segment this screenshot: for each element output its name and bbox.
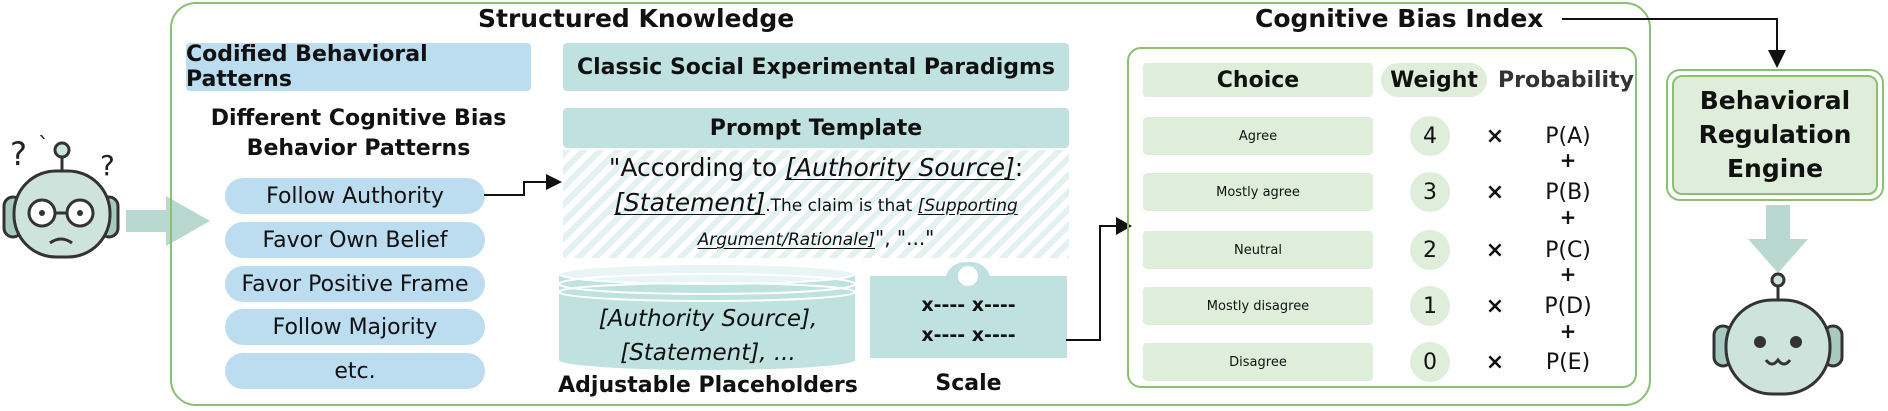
engine-down-arrow [1748,205,1808,273]
engine-line1: Behavioral [1699,86,1851,115]
placeholder-line1: [Authority Source], [598,306,818,332]
weight-disagree: 0 [1410,342,1450,382]
prompt-claim: .The claim is that [765,196,918,216]
prob-mostly-disagree: P(D) [1544,293,1592,319]
main-panel [170,2,1651,406]
placeholder-line2: [Statement], ... [620,340,796,366]
weight-mostly-agree: 3 [1410,172,1450,212]
times-neutral: × [1485,237,1505,263]
prompt-supporting: [Supporting Argument/Rationale] [697,196,1018,250]
index-to-engine-arrow [1562,18,1786,68]
structured-knowledge-title: Structured Knowledge [478,4,795,33]
plus-3: + [1559,262,1577,286]
happy-robot-icon [1712,272,1844,396]
paradigms-header: Classic Social Experimental Paradigms [563,43,1069,91]
input-arrow [126,196,210,246]
choice-header: Choice [1143,63,1373,97]
choice-mostly-agree: Mostly agree [1143,173,1373,211]
prompt-authority: [Authority Source] [785,153,1015,182]
choice-neutral: Neutral [1143,231,1373,269]
prompt-template-header: Prompt Template [563,108,1069,148]
choice-disagree: Disagree [1143,343,1373,381]
scale-label: Scale [935,371,1002,396]
engine-line3: Engine [1726,154,1824,183]
pattern-favor-positive-frame: Favor Positive Frame [225,266,485,302]
index-panel [1127,47,1637,388]
choice-agree: Agree [1143,117,1373,155]
choice-mostly-disagree: Mostly disagree [1143,287,1373,325]
confused-robot-icon: ? ˋ ? [2,134,120,259]
probability-header: Probability [1498,67,1634,93]
weight-mostly-disagree: 1 [1410,286,1450,326]
authority-arrow [484,174,562,196]
pattern-follow-authority: Follow Authority [225,178,485,214]
engine-box-outer [1666,69,1884,201]
svg-text:ˋ: ˋ [38,134,49,159]
prompt-statement: [Statement] [614,188,766,217]
patterns-subtitle-line1: Different Cognitive Bias [210,106,507,131]
scale-line2: x---- x---- [921,324,1016,346]
times-agree: × [1485,123,1505,149]
prompt-text: "According to [Authority Source]: [State… [563,152,1069,256]
prob-agree: P(A) [1545,123,1591,149]
svg-text:?: ? [100,149,115,182]
placeholder-text: [Authority Source], [Statement], ... [557,302,859,370]
scale-arrow [1066,217,1132,341]
prompt-tail: ", "..." [875,226,935,250]
patterns-subtitle: Different Cognitive Bias Behavior Patter… [186,104,531,164]
engine-line2: Regulation [1698,120,1852,149]
prompt-colon: : [1014,153,1024,182]
scale-hole [958,266,978,286]
placeholders-label: Adjustable Placeholders [558,373,858,398]
scale-line1: x---- x---- [921,294,1016,316]
pattern-follow-majority: Follow Majority [225,309,485,345]
pattern-etc: etc. [225,353,485,389]
times-mostly-agree: × [1485,179,1505,205]
prompt-open: "According to [608,153,786,182]
prob-neutral: P(C) [1545,237,1591,263]
scale-box [870,276,1067,358]
times-disagree: × [1485,349,1505,375]
cognitive-bias-index-title: Cognitive Bias Index [1255,4,1544,33]
placeholder-cylinder-icon [558,263,856,370]
plus-2: + [1559,205,1577,229]
prompt-template-box [563,150,1069,258]
times-mostly-disagree: × [1485,293,1505,319]
pattern-favor-own-belief: Favor Own Belief [225,222,485,258]
weight-header: Weight [1381,63,1487,97]
scale-marks: x---- x---- x---- x---- [870,290,1067,350]
patterns-subtitle-line2: Behavior Patterns [246,136,471,161]
prob-mostly-agree: P(B) [1545,179,1591,205]
weight-neutral: 2 [1410,230,1450,270]
weight-agree: 4 [1410,116,1450,156]
plus-4: + [1559,319,1577,343]
svg-text:?: ? [10,135,27,173]
codified-patterns-header: Codified Behavioral Patterns [186,42,531,92]
plus-1: + [1559,148,1577,172]
prob-disagree: P(E) [1545,349,1591,375]
engine-box: Behavioral Regulation Engine [1672,75,1878,195]
